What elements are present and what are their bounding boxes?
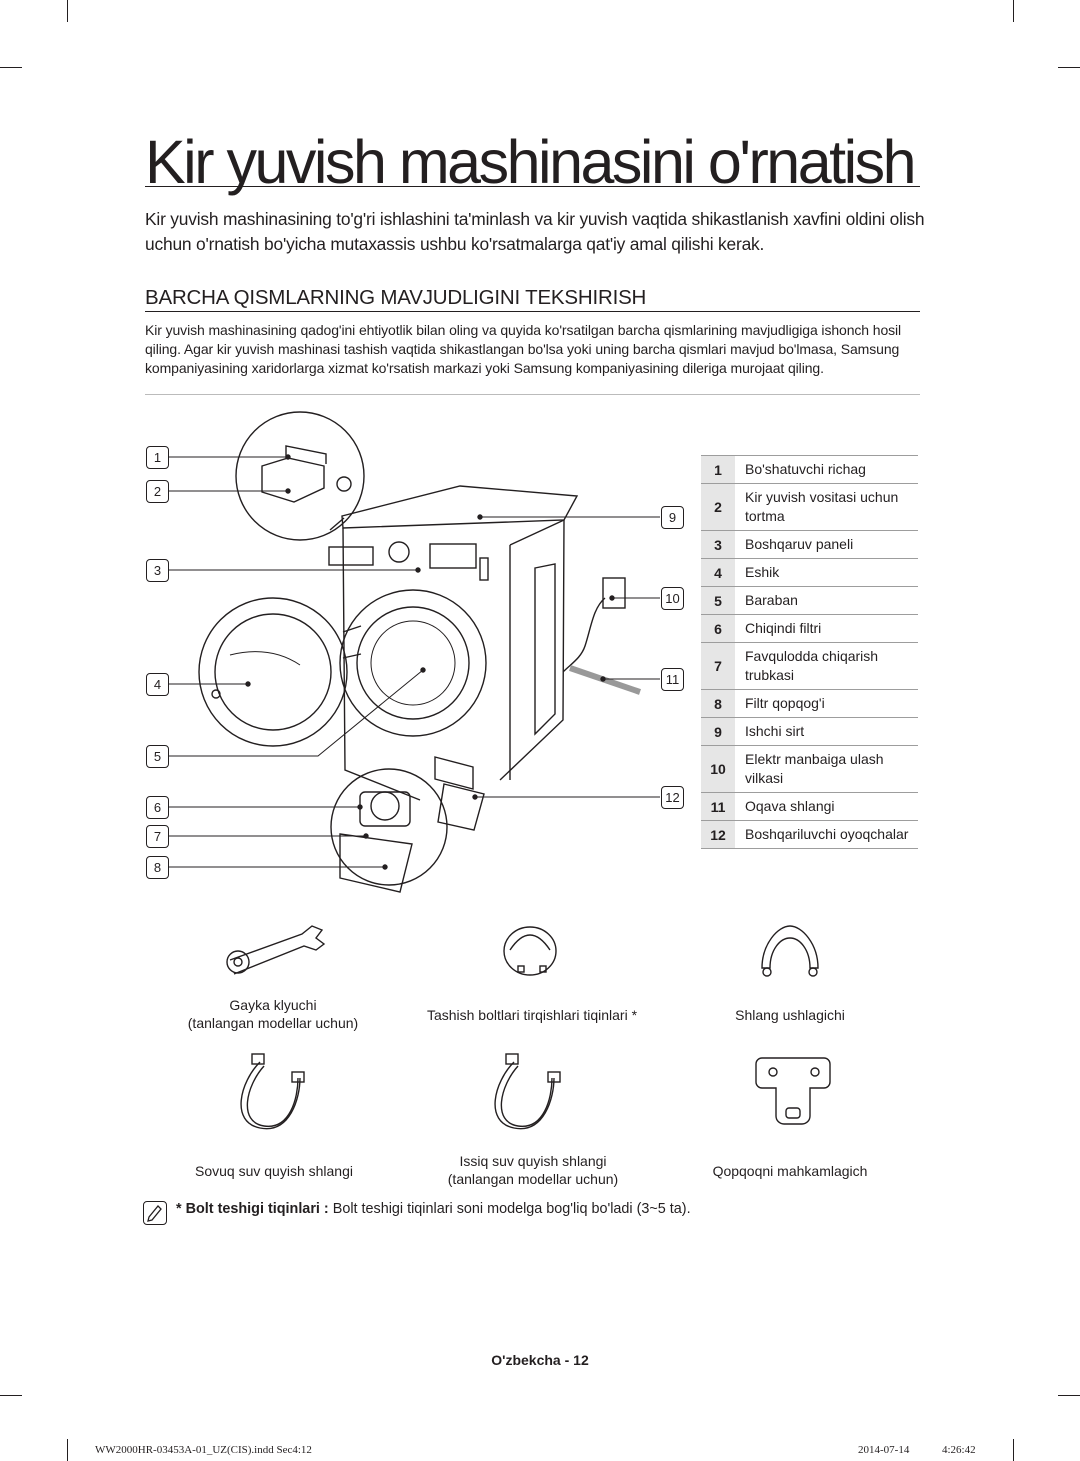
- detergent-drawer: [328, 546, 374, 566]
- crop-mark: [1058, 1395, 1080, 1396]
- filter-inset: [330, 768, 448, 886]
- worktop: [341, 485, 579, 529]
- crop-mark: [1058, 67, 1080, 68]
- hot-hose-caption: Issiq suv quyish shlangi (tanlangan mode…: [447, 1153, 619, 1187]
- title-divider: [145, 186, 920, 187]
- page-number: O'zbekcha - 12: [491, 1352, 589, 1368]
- crop-mark: [0, 67, 22, 68]
- hose-guide-icon: [761, 925, 819, 977]
- crop-mark: [67, 1439, 68, 1461]
- print-time: 4:26:42: [942, 1444, 976, 1456]
- callout-1: 1: [146, 446, 169, 469]
- print-date: 2014-07-14: [858, 1444, 910, 1456]
- intro-paragraph: Kir yuvish mashinasining to'g'ri ishlash…: [145, 209, 925, 254]
- wrench-icon: [226, 925, 326, 975]
- cover-holder-icon: [755, 1057, 831, 1125]
- cold-hose-icon: [240, 1053, 305, 1130]
- page-title: Kir yuvish mashinasini o'rnatish: [145, 128, 917, 196]
- callout-2: 2: [146, 480, 169, 503]
- file-slug: WW2000HR-03453A-01_UZ(CIS).indd Sec4:12: [95, 1444, 312, 1456]
- hose-guide-caption: Shlang ushlagichi: [735, 1007, 845, 1023]
- crop-mark: [1013, 1439, 1014, 1461]
- callout-9: 9: [661, 506, 684, 529]
- callout-3: 3: [146, 559, 169, 582]
- section-end-divider: [145, 394, 920, 395]
- drawer-detail-inset: [235, 411, 365, 541]
- section-body: Kir yuvish mashinasining qadog'ini ehtiy…: [145, 322, 902, 376]
- section-heading: BARCHA QISMLARNING MAVJUDLIGINI TEKSHIRI…: [145, 286, 647, 309]
- section-divider: [145, 311, 920, 312]
- wrench-caption: Gayka klyuchi (tanlangan modellar uchun): [187, 997, 359, 1031]
- bolt-cap-caption: Tashish boltlari tirqishlari tiqinlari *: [426, 1007, 638, 1023]
- callout-10: 10: [661, 587, 684, 610]
- crop-mark: [1013, 0, 1014, 22]
- callout-12: 12: [661, 786, 684, 809]
- callout-6: 6: [146, 796, 169, 819]
- drum-opening: [339, 589, 487, 737]
- bolt-cap-icon: [503, 926, 557, 976]
- callout-5: 5: [146, 745, 169, 768]
- hot-hose-icon: [494, 1053, 561, 1130]
- bolt-cap-note: * Bolt teshigi tiqinlari : Bolt teshigi …: [176, 1201, 691, 1217]
- note-icon: [143, 1201, 167, 1225]
- crop-mark: [0, 1395, 22, 1396]
- door: [198, 597, 348, 747]
- callout-7: 7: [146, 825, 169, 848]
- cold-hose-caption: Sovuq suv quyish shlangi: [195, 1163, 353, 1179]
- cover-holder-caption: Qopqoqni mahkamlagich: [712, 1163, 868, 1179]
- callout-11: 11: [661, 668, 684, 691]
- crop-mark: [67, 0, 68, 22]
- callout-8: 8: [146, 856, 169, 879]
- callout-4: 4: [146, 673, 169, 696]
